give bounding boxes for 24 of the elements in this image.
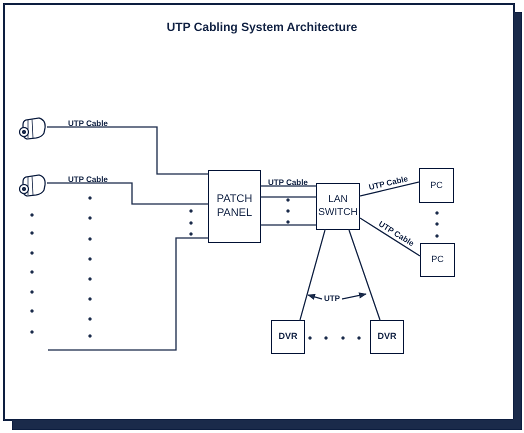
dvr-box: DVR [271,320,305,354]
cable-line [360,181,420,197]
edge-label: UTP Cable [268,178,308,187]
edge-label: UTP Cable [368,174,409,192]
cable-line [47,126,208,175]
cable-line [47,182,208,205]
leader-arrow [307,294,322,300]
switch-box: LAN SWITCH [316,183,360,230]
edge-label: UTP Cable [68,119,108,128]
leader-arrow [342,292,367,300]
pc-box: PC [420,243,455,277]
cable-label: UTP [322,293,342,304]
cable-line [261,224,316,226]
cable-line [348,230,381,320]
cable-line [48,237,208,351]
cable-line [261,196,316,198]
dvr-box: DVR [370,320,404,354]
pc-box: PC [419,168,454,203]
cable-line [261,185,316,187]
patch-panel-box: PATCH PANEL [208,170,261,243]
diagram-title: UTP Cabling System Architecture [166,20,358,34]
cable-line [299,230,326,320]
cable-line [360,217,420,257]
edge-label: UTP Cable [68,175,108,184]
